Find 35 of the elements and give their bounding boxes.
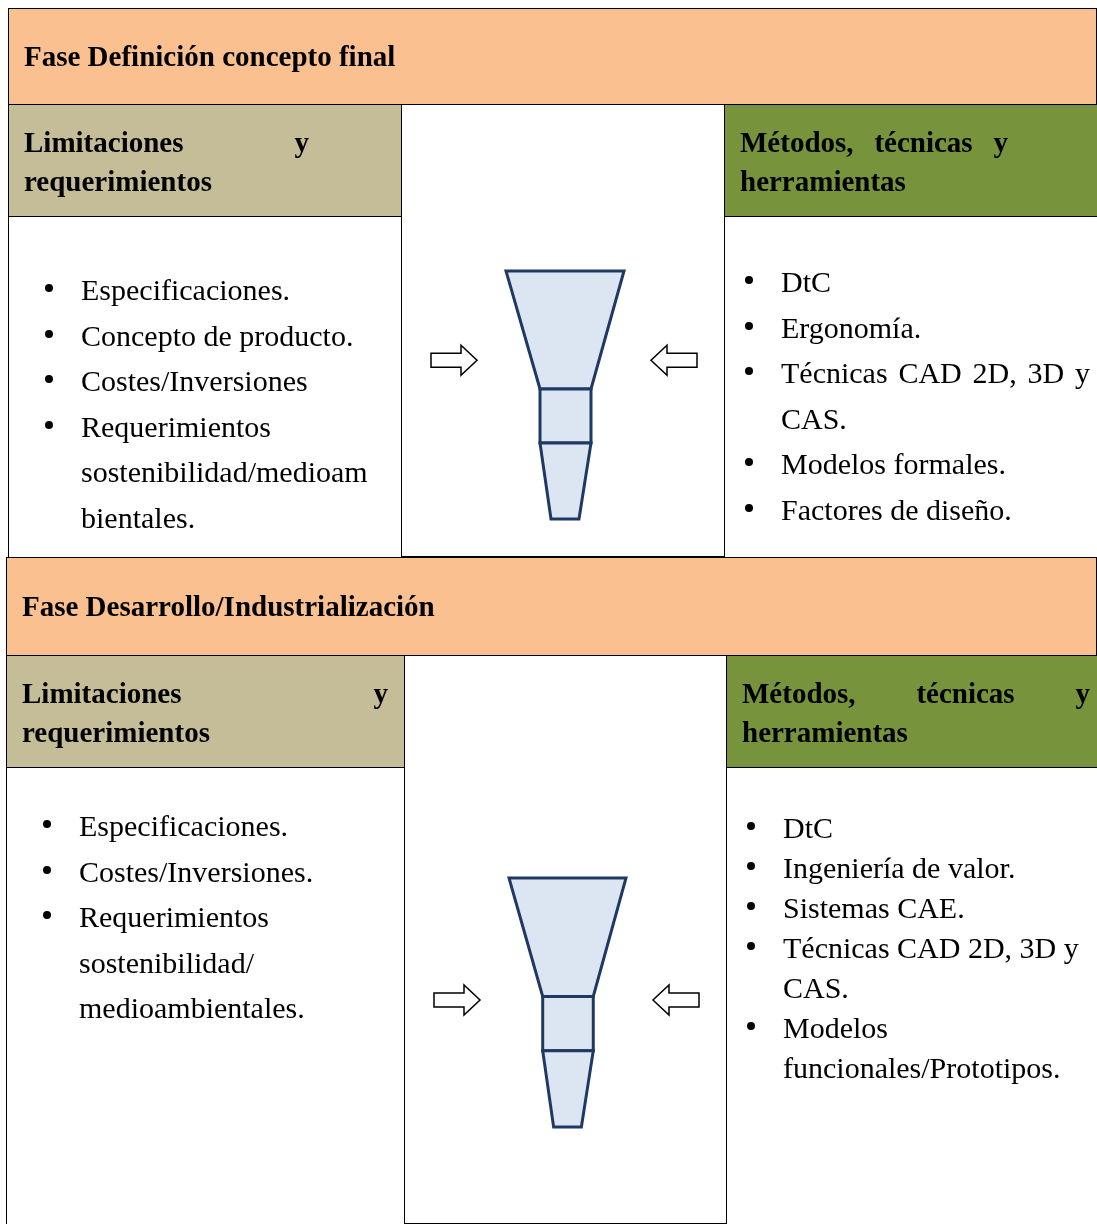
block-arrow (430, 343, 479, 377)
list-item: Costes/Inversiones (81, 363, 309, 399)
list-item: Ergonomía. (781, 309, 923, 346)
list-item: Requerimientos sostenibilidad/ medioambientales. (79, 899, 306, 1026)
phase-panel (8, 8, 1097, 557)
table-cell (9, 105, 402, 558)
phase-heading: Fase Desarrollo/Industrialización (7, 558, 1096, 656)
block-arrow (433, 983, 482, 1017)
list-item: Técnicas CAD 2D, 3D y CAS. (783, 930, 1080, 1006)
list-item: Factores de diseño. (781, 491, 1013, 528)
phase-heading: Fase Definición concepto final (9, 9, 1096, 105)
table-cell (724, 105, 1097, 558)
list-item: Ingeniería de valor. (783, 850, 1017, 886)
list-item: Costes/Inversiones. (79, 853, 315, 890)
column-heading: Limitaciones y requerimientos (9, 105, 401, 217)
list-item: Especificaciones. (79, 808, 290, 844)
list-item: Modelos funcionales/Prototipos. (783, 1010, 1062, 1086)
list-item: Concepto de producto. (81, 317, 355, 354)
column-heading: Métodos, técnicas y herramientas (725, 105, 1097, 217)
column-heading: Limitaciones y requerimientos (7, 656, 404, 768)
table-cell (7, 656, 405, 1224)
column-heading: Métodos, técnicas y herramientas (727, 656, 1097, 768)
list-item: Sistemas CAE. (783, 890, 966, 926)
phase-panel (6, 557, 1097, 1224)
funnel-drawing (509, 878, 626, 1127)
table-cell (726, 656, 1097, 1224)
list-item: Requerimientos sostenibilidad/medioambientales. (81, 408, 369, 536)
block-arrow (651, 983, 700, 1017)
list-item: Técnicas CAD 2D, 3D y CAS. (781, 355, 1090, 437)
block-arrow (649, 343, 698, 377)
list-item: DtC (783, 810, 834, 846)
list-item: Modelos formales. (781, 446, 1007, 482)
funnel-drawing (506, 271, 624, 519)
list-item: DtC (781, 264, 832, 300)
list-item: Especificaciones. (81, 272, 292, 308)
